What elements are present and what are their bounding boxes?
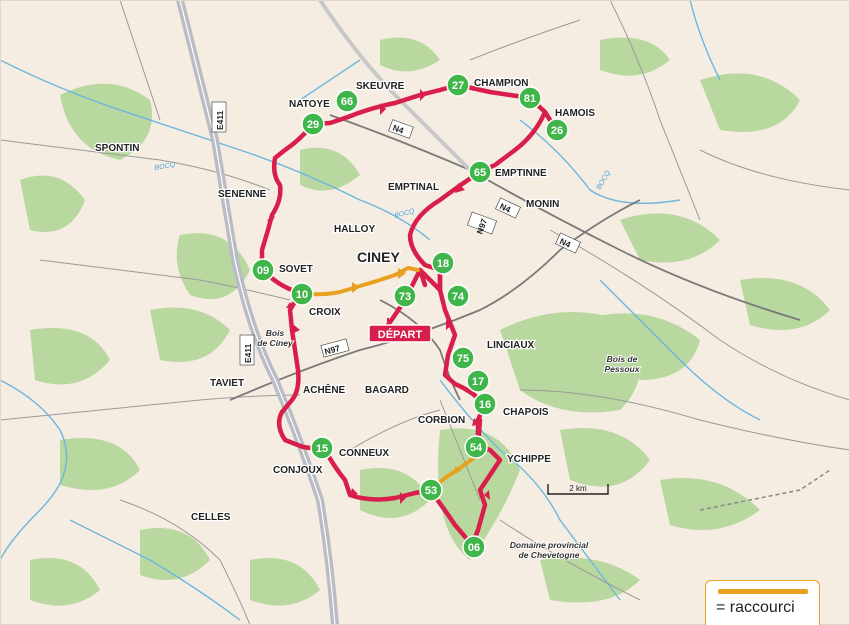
place-label-linciaux: LINCIAUX — [487, 340, 535, 351]
legend-label: = raccourci — [716, 599, 795, 616]
place-label-bagard: BAGARD — [365, 385, 409, 396]
shortcut-arrows — [352, 268, 462, 474]
place-label-corbion: CORBION — [418, 415, 465, 426]
svg-text:29: 29 — [307, 119, 319, 131]
node-75[interactable]: 75 — [451, 346, 475, 370]
place-label-spontin: SPONTIN — [95, 143, 139, 154]
svg-text:74: 74 — [452, 291, 465, 303]
forest-areas — [20, 37, 830, 606]
node-10[interactable]: 10 — [290, 282, 314, 306]
place-label-taviet: TAVIET — [210, 378, 244, 389]
road-label-e411-north: E411 — [215, 110, 225, 130]
svg-text:75: 75 — [457, 353, 469, 365]
node-06[interactable]: 06 — [462, 535, 486, 559]
place-label-ciney: CINEY — [357, 249, 400, 265]
place-label-hamois: HAMOIS — [555, 108, 595, 119]
depart-marker[interactable]: DÉPART — [368, 318, 432, 343]
junction-nodes[interactable]: 27 81 26 66 29 65 18 73 74 09 10 75 17 1… — [251, 73, 569, 559]
svg-text:81: 81 — [524, 93, 536, 105]
area-label-bois-pessoux-line1: Bois de — [607, 354, 638, 364]
road-label-n4-c: N4 — [558, 236, 572, 250]
legend-box: = raccourci — [705, 580, 820, 625]
svg-text:65: 65 — [474, 167, 486, 179]
road-label-n4-a: N4 — [391, 123, 405, 136]
svg-text:73: 73 — [399, 291, 411, 303]
svg-text:66: 66 — [341, 96, 353, 108]
node-17[interactable]: 17 — [466, 369, 490, 393]
place-label-emptinal: EMPTINAL — [388, 182, 439, 193]
place-label-chapois: CHAPOIS — [503, 407, 549, 418]
place-label-conjoux: CONJOUX — [273, 465, 323, 476]
main-roads — [229, 114, 801, 401]
area-label-bois-pessoux-line2: Pessoux — [605, 364, 641, 374]
place-label-senenne: SENENNE — [218, 189, 267, 200]
node-74[interactable]: 74 — [446, 284, 470, 308]
node-16[interactable]: 16 — [473, 392, 497, 416]
road-label-e411-south: E411 — [243, 343, 253, 363]
place-label-sovet: SOVET — [279, 264, 313, 275]
road-label-n97-b: N97 — [323, 343, 341, 357]
road-label-n4-b: N4 — [498, 201, 512, 215]
place-label-croix: CROIX — [309, 307, 341, 318]
node-18[interactable]: 18 — [431, 251, 455, 275]
svg-text:06: 06 — [468, 542, 480, 554]
svg-text:10: 10 — [296, 289, 308, 301]
node-66[interactable]: 66 — [335, 89, 359, 113]
river-label-bocq-1: BOCQ — [154, 161, 176, 172]
place-label-natoye: NATOYE — [289, 99, 330, 110]
legend-shortcut-line — [718, 589, 808, 594]
area-label-domaine-line1: Domaine provincial — [510, 540, 589, 550]
svg-text:54: 54 — [470, 442, 483, 454]
route-direction-arrows — [267, 89, 490, 504]
scale-label: 2 km — [569, 484, 587, 493]
node-27[interactable]: 27 — [446, 73, 470, 97]
svg-text:17: 17 — [472, 376, 484, 388]
place-label-achene: ACHÊNE — [303, 383, 346, 396]
node-15[interactable]: 15 — [310, 436, 334, 460]
area-label-bois-ciney-line2: de Ciney — [257, 338, 294, 348]
place-label-celles: CELLES — [191, 512, 231, 523]
svg-text:27: 27 — [452, 80, 464, 92]
road-labels: E411 E411 N4 N4 N4 N97 N97 — [211, 101, 581, 366]
depart-label: DÉPART — [378, 328, 423, 341]
node-26[interactable]: 26 — [545, 118, 569, 142]
svg-text:26: 26 — [551, 125, 563, 137]
node-54[interactable]: 54 — [464, 435, 488, 459]
place-label-ychippe: YCHIPPE — [507, 454, 551, 465]
area-label-domaine-line2: de Chevetogne — [519, 550, 580, 560]
node-73[interactable]: 73 — [393, 284, 417, 308]
place-label-halloy: HALLOY — [334, 224, 375, 235]
svg-text:09: 09 — [257, 265, 269, 277]
place-label-skeuvre: SKEUVRE — [356, 81, 405, 92]
node-29[interactable]: 29 — [301, 112, 325, 136]
svg-text:18: 18 — [437, 258, 449, 270]
node-09[interactable]: 09 — [251, 258, 275, 282]
area-labels: Bois de Ciney Bois de Pessoux Domaine pr… — [256, 327, 641, 561]
place-label-emptinne: EMPTINNE — [495, 168, 547, 179]
svg-text:53: 53 — [425, 485, 437, 497]
place-label-monin: MONIN — [526, 199, 559, 210]
place-label-champion: CHAMPION — [474, 78, 528, 89]
scale-bar: 2 km — [547, 484, 609, 495]
railway-line — [699, 469, 831, 511]
node-53[interactable]: 53 — [419, 478, 443, 502]
rivers — [0, 0, 761, 621]
place-label-conneux: CONNEUX — [339, 448, 389, 459]
place-labels: CINEY SPONTIN SENENNE NATOYE SKEUVRE CHA… — [94, 77, 597, 525]
node-81[interactable]: 81 — [518, 86, 542, 110]
area-label-bois-ciney-line1: Bois — [266, 328, 285, 338]
node-65[interactable]: 65 — [468, 160, 492, 184]
svg-text:16: 16 — [479, 399, 491, 411]
svg-text:15: 15 — [316, 443, 328, 455]
